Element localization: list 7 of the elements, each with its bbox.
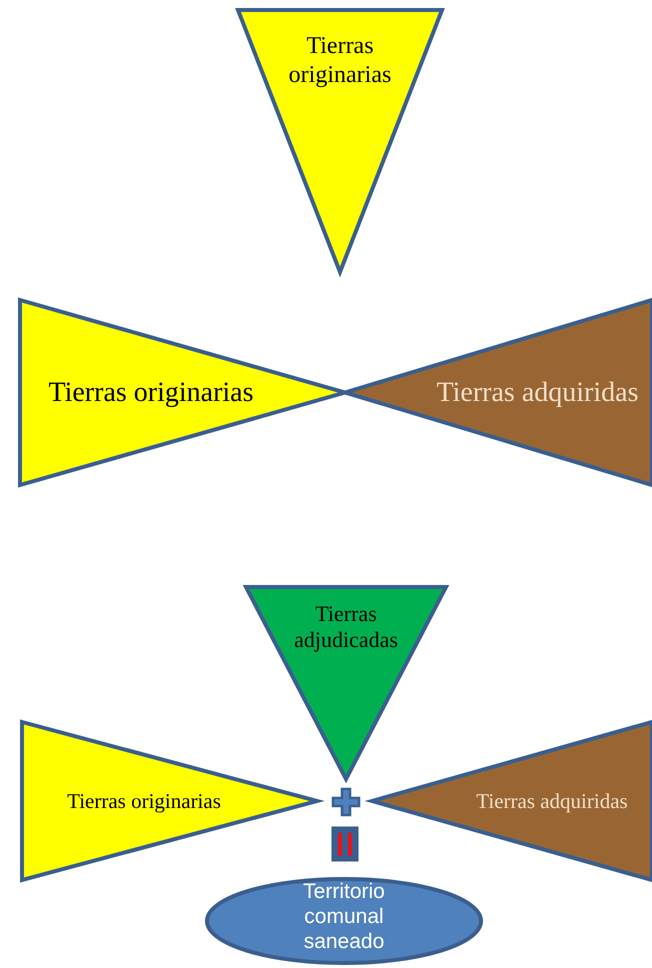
shape-label: Tierras adquiridas [475,789,629,814]
shape-label: Territorio comunal saneado [302,879,386,955]
shape-label: Tierras adjudicadas [293,601,399,654]
shape-label: Tierras originarias [47,376,255,410]
shape-label: Tierras originarias [288,32,392,90]
shape-label: Tierras adquiridas [436,376,640,410]
shape-label: Tierras originarias [66,789,222,814]
